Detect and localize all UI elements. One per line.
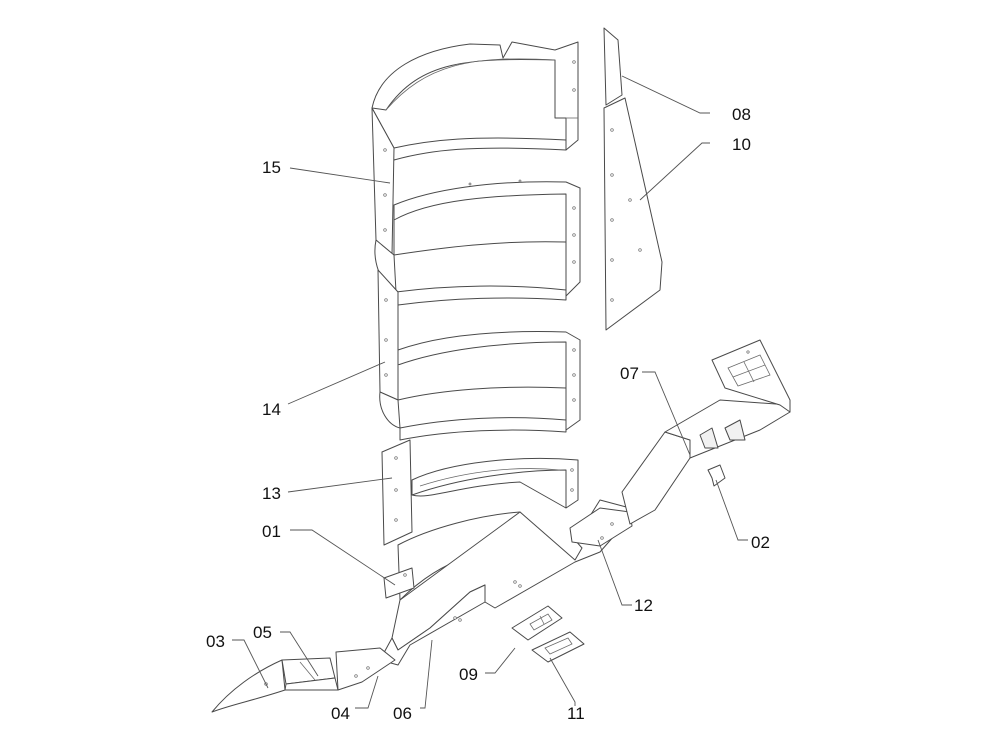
part-09-plate: [511, 605, 563, 641]
callout-11: 11: [567, 704, 585, 723]
part-06-duct: [379, 499, 631, 666]
part-11-plate: [531, 631, 585, 663]
callout-03: 03: [206, 632, 225, 651]
callout-09: 09: [459, 665, 478, 684]
shroud-fourth-section: [381, 417, 579, 546]
shroud-second-section: [374, 179, 581, 297]
callout-08: 08: [732, 105, 751, 124]
part-04-plate: [335, 647, 396, 691]
callout-05: 05: [253, 623, 272, 642]
leader-lines: [232, 75, 748, 709]
shroud-third-section: [377, 269, 581, 431]
callout-04: 04: [331, 704, 350, 723]
callout-15: 15: [262, 158, 281, 177]
part-02-clip: [707, 464, 726, 487]
callout-01: 01: [262, 522, 281, 541]
shroud-top-section: [371, 41, 579, 256]
part-03-nose: [211, 659, 286, 713]
part-08-10-panel: [603, 27, 663, 331]
callout-13: 13: [262, 484, 281, 503]
part-07-bracket: [621, 339, 791, 525]
callout-06: 06: [393, 704, 412, 723]
callout-02: 02: [751, 533, 770, 552]
callout-labels: 15 14 13 01 03 05 04 06 09 11 12 02 07 0…: [206, 105, 770, 723]
callout-12: 12: [634, 596, 653, 615]
part-05-plate: [281, 657, 339, 691]
callout-07: 07: [620, 364, 639, 383]
callout-10: 10: [732, 135, 751, 154]
part-12-plate: [569, 507, 633, 547]
callout-14: 14: [262, 400, 281, 419]
